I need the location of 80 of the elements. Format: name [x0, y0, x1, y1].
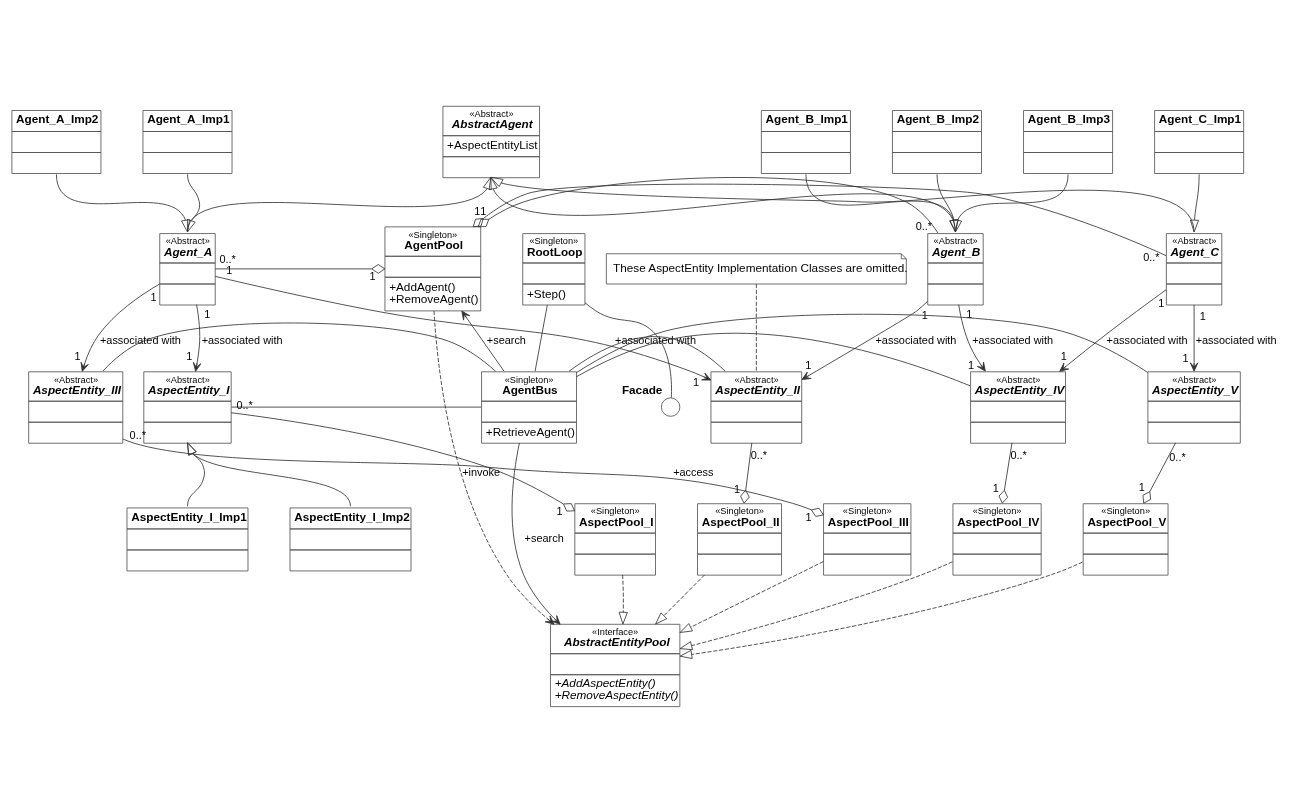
- arrow: [187, 173, 201, 233]
- label: 1: [992, 482, 999, 495]
- label: 0..*: [750, 449, 768, 462]
- arrow: [187, 442, 351, 507]
- connector: [568, 336, 726, 372]
- label: 1: [1199, 310, 1206, 323]
- label: 0..*: [1143, 251, 1160, 264]
- label: 1: [1138, 481, 1145, 494]
- connector: [230, 412, 576, 512]
- arrow: [490, 176, 1195, 233]
- label: 1: [186, 350, 193, 363]
- arrow: [214, 275, 712, 381]
- label: 1: [1182, 351, 1189, 364]
- connector: [102, 322, 497, 372]
- label: 1: [74, 349, 81, 362]
- arrow: [511, 442, 561, 625]
- connector: [740, 442, 753, 504]
- connector: [214, 264, 386, 274]
- label: 1: [226, 263, 233, 276]
- arrow: [187, 442, 205, 507]
- label: 0..*: [129, 428, 146, 441]
- arrow: [655, 574, 705, 625]
- label: 1: [474, 205, 481, 218]
- label: 0..*: [236, 398, 253, 411]
- connector: [472, 183, 1167, 257]
- label: 1: [204, 308, 211, 321]
- label: 1: [1158, 296, 1165, 309]
- label: 1: [1060, 349, 1067, 362]
- edge-label: +associated with: [1195, 333, 1277, 346]
- arrow: [1189, 173, 1200, 233]
- label: 1: [805, 358, 812, 371]
- arrow: [618, 574, 628, 625]
- connector: [584, 302, 672, 399]
- arrow: [80, 283, 161, 372]
- arrow: [461, 310, 505, 372]
- label: 1: [150, 290, 157, 303]
- edge-label: +associated with: [201, 333, 283, 346]
- arrow: [192, 304, 202, 372]
- label: 1: [556, 504, 563, 517]
- connector: [1142, 442, 1177, 504]
- label: 1: [966, 308, 973, 321]
- edge-label: +search: [486, 333, 526, 346]
- arrow: [1189, 304, 1199, 372]
- arrow: [936, 173, 959, 233]
- label: 1: [480, 205, 487, 218]
- edge-label: +associated with: [875, 333, 957, 346]
- connector: [534, 304, 548, 372]
- edge-label: +access: [673, 465, 714, 478]
- connector: [755, 283, 757, 372]
- label: 1: [805, 510, 812, 523]
- arrow: [1059, 289, 1167, 372]
- connector: [122, 438, 824, 517]
- connector: [575, 332, 971, 387]
- node-label: Facade: [621, 382, 663, 396]
- arrow: [433, 310, 555, 625]
- label: 0..*: [219, 253, 236, 266]
- label: 0..*: [1169, 450, 1186, 463]
- edge-label: +associated with: [1106, 333, 1188, 346]
- label: 0..*: [1010, 449, 1027, 462]
- connector: [998, 442, 1013, 504]
- connector: [231, 406, 482, 408]
- edge-label: +invoke: [462, 465, 501, 478]
- arrow: [187, 176, 492, 233]
- label: 1: [968, 358, 975, 371]
- edge-label: +search: [524, 531, 564, 544]
- arrow: [801, 300, 929, 380]
- node-circle: [660, 397, 681, 417]
- arrow: [679, 561, 953, 651]
- arrow: [56, 173, 191, 233]
- label: 1: [733, 482, 741, 495]
- label: 1: [369, 270, 376, 283]
- arrow: [958, 304, 986, 372]
- label: 0..*: [915, 220, 933, 233]
- arrow: [953, 173, 1069, 233]
- arrow: [679, 561, 1083, 659]
- arrow: [679, 561, 824, 633]
- label: 1: [692, 375, 699, 388]
- edge-label: +associated with: [972, 333, 1054, 346]
- connector: [575, 313, 1149, 374]
- arrow: [805, 173, 959, 233]
